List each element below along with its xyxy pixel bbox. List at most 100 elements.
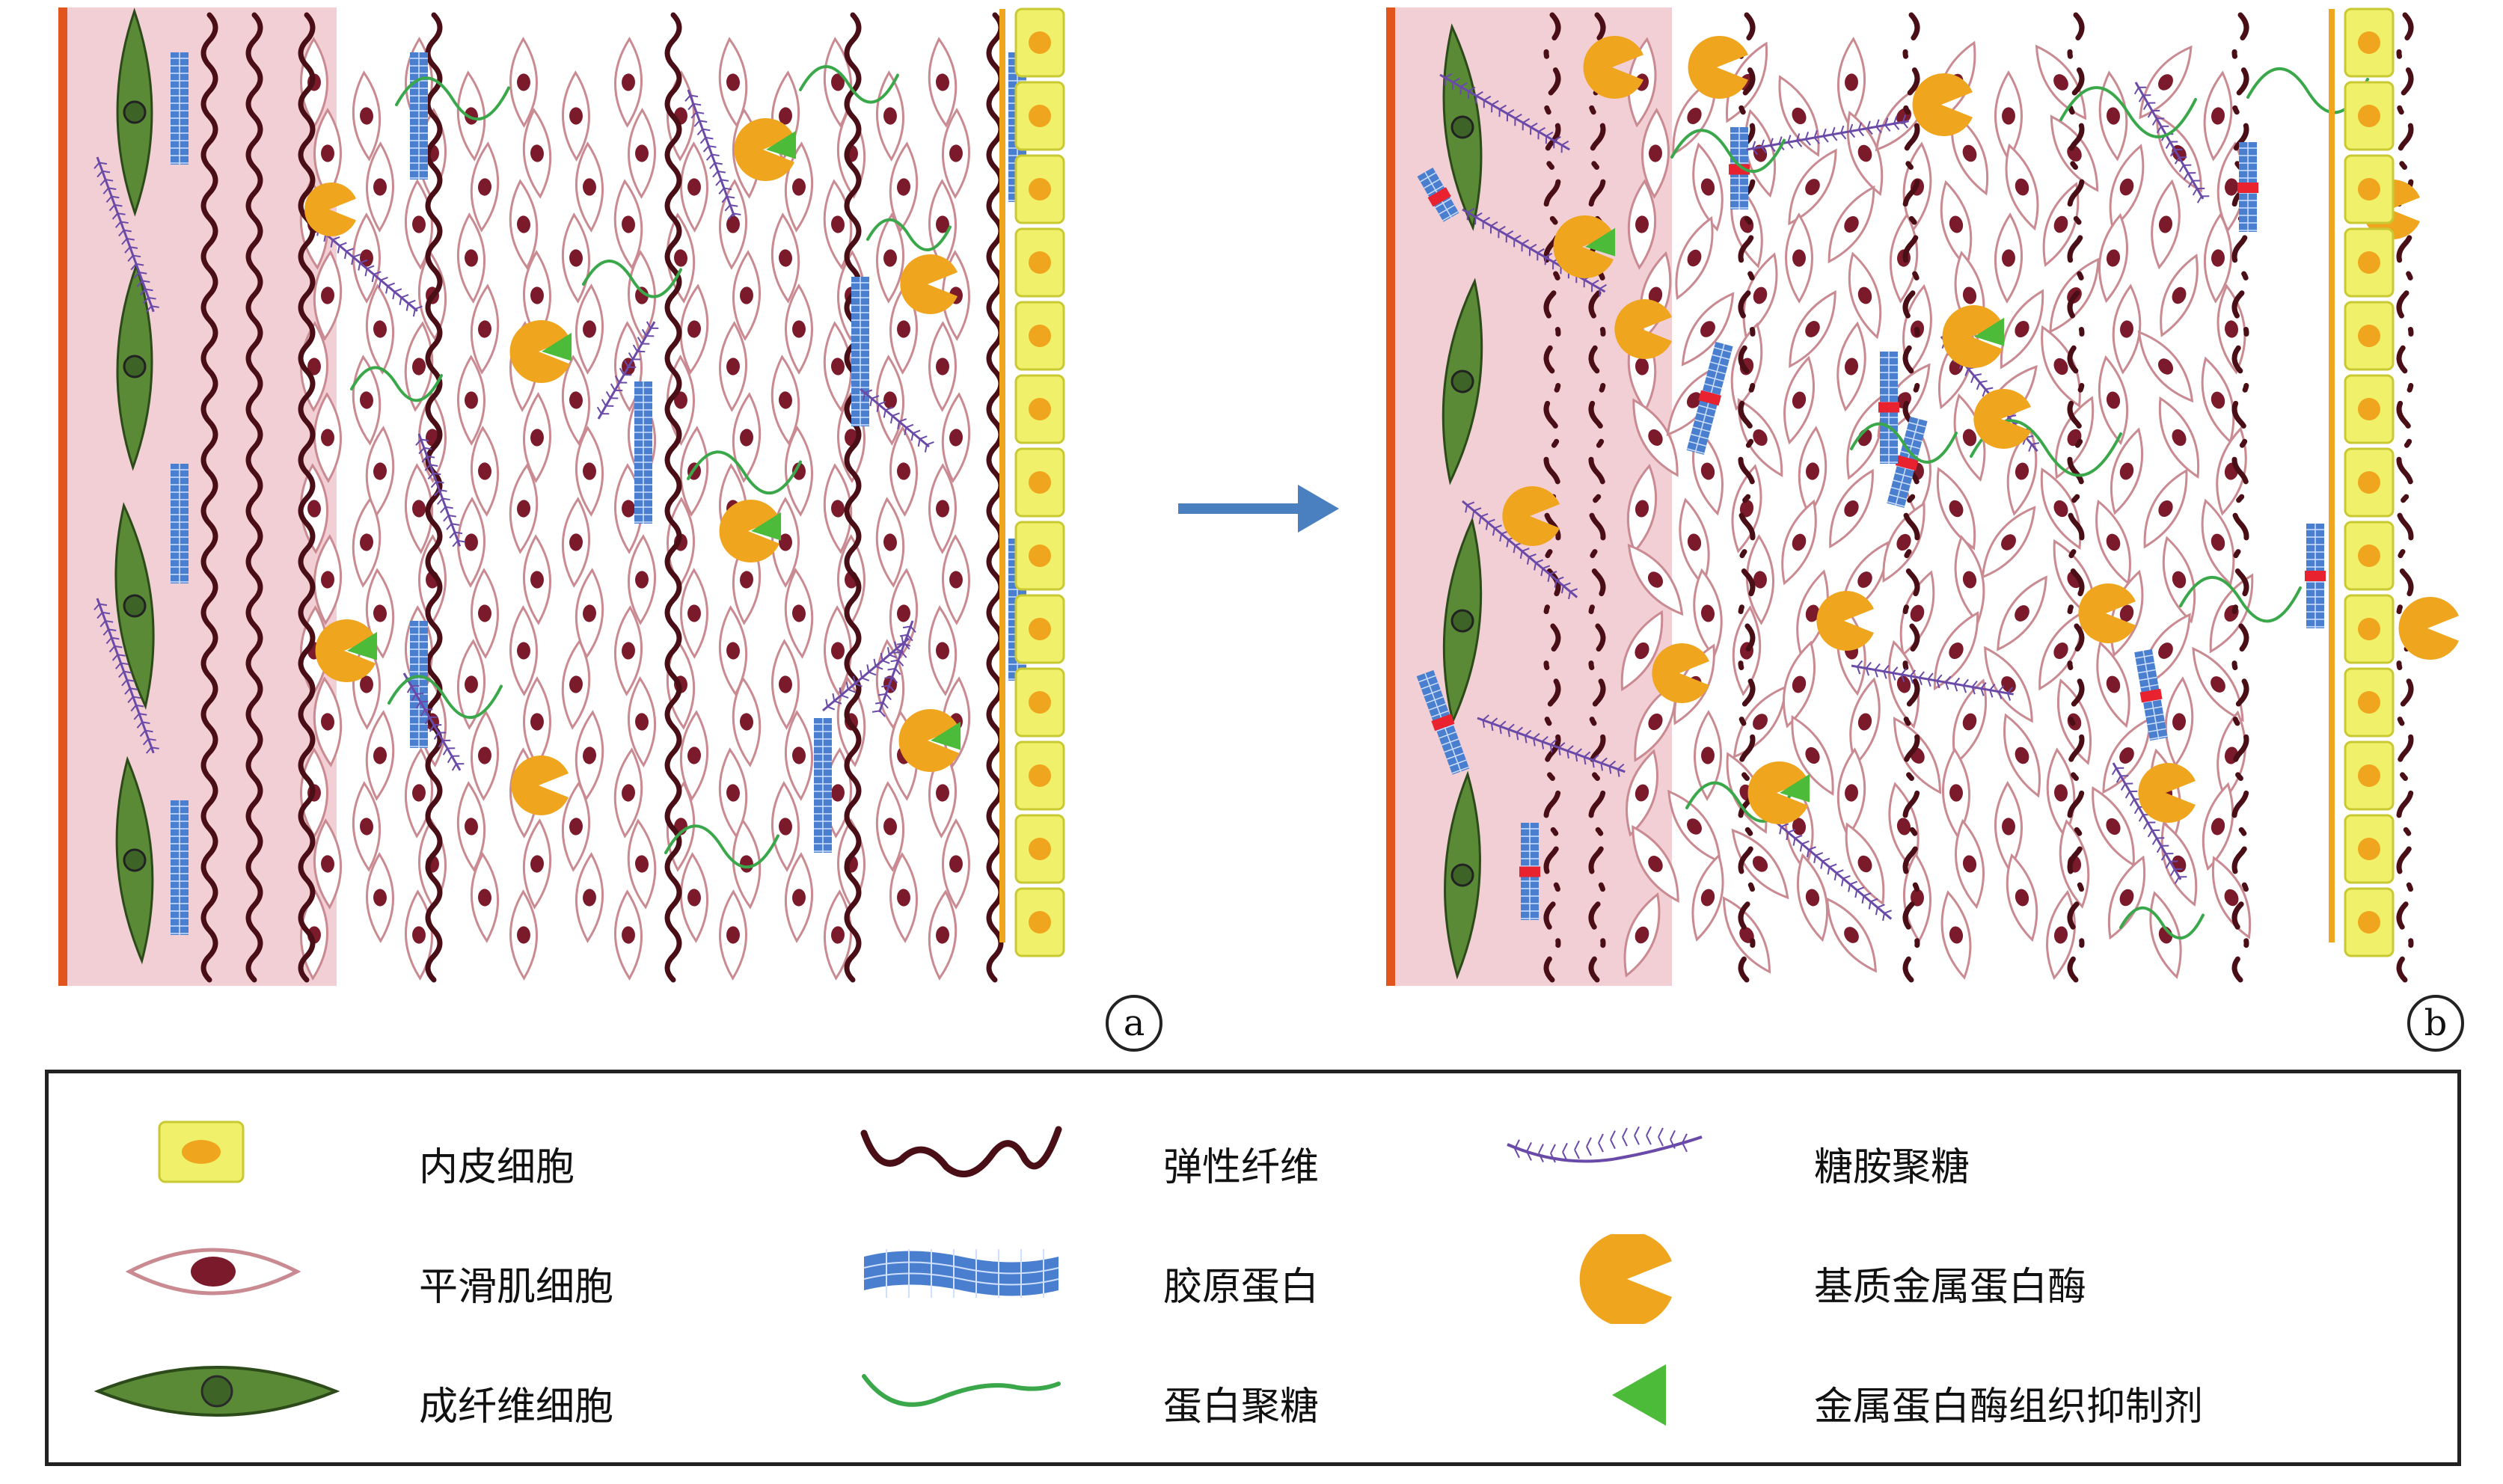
endothelial-cell [1014,154,1065,224]
smooth-muscle-cell [1940,180,1973,269]
nucleus [2015,178,2029,196]
smooth-muscle-cell [366,141,394,233]
nucleus [883,391,897,409]
smooth-muscle-cell [1782,640,1816,729]
smooth-muscle-cell [1848,251,1882,340]
smooth-muscle-cell [561,781,591,872]
nucleus [1635,500,1649,518]
smooth-muscle-cell [2109,144,2145,230]
smooth-muscle-cell [1694,710,1722,801]
smooth-muscle-cell [509,463,539,554]
smooth-muscle-cell [2203,212,2233,304]
proteoglycan [799,65,899,104]
smooth-muscle-cell [1845,822,1885,906]
endothelial-cell [2344,154,2395,224]
nucleus [1896,675,1911,693]
nucleus [726,358,740,375]
endothelial-cell [2344,447,2395,518]
nucleus [1805,604,1820,622]
nucleus [2053,74,2068,91]
smooth-muscle-cell [1632,398,1679,477]
nucleus [1752,856,1768,872]
smooth-muscle-cell [575,710,604,801]
smooth-muscle-cell [1730,322,1763,411]
gag-branch [1634,1126,1640,1136]
smooth-muscle-cell [718,37,748,128]
nucleus [949,571,963,589]
nucleus [1806,462,1819,480]
smooth-muscle-cell [457,355,485,446]
endothelial-cell [2344,667,2395,738]
endothelial-cell [2344,814,2395,884]
smooth-muscle-cell [1737,398,1783,477]
nucleus [1949,215,1964,233]
smooth-muscle-cell [1846,110,1884,197]
nucleus [1857,713,1872,731]
mmp-enzyme [1614,298,1672,359]
nucleus [373,320,387,338]
elastic-fiber [1902,12,1920,983]
smooth-muscle-cell [352,497,382,588]
nucleus [517,926,530,944]
glycosaminoglycan [94,156,159,313]
smooth-muscle-cell [2139,45,2193,120]
endothelial-cell [2344,887,2395,957]
smooth-muscle-cell [1984,646,2033,723]
smooth-muscle-cell [2046,889,2076,981]
smooth-muscle-cell [889,283,918,375]
timp-inhibitor [931,721,961,750]
mmp-enzyme [1816,590,1874,651]
mmp-enzyme [900,254,958,314]
smooth-muscle-cell [365,710,395,801]
smooth-muscle-cell [680,141,708,233]
endothelial-cell [1014,594,1065,664]
legend-label: 胶原蛋白 [1163,1265,1320,1310]
nucleus [478,604,491,622]
nucleus [465,533,478,551]
gag-branch [1682,1142,1688,1153]
nucleus [321,855,334,873]
smooth-muscle-cell [1632,825,1679,903]
nucleus [373,462,387,480]
smooth-muscle-cell [313,676,343,767]
endothelial-cell [2344,301,2395,371]
nucleus [622,926,635,944]
panel-b-degraded-wall [1386,7,2459,986]
nucleus [583,462,596,480]
gag-branch [1670,1129,1676,1140]
smooth-muscle-cell [509,37,538,128]
smooth-muscle-cell [628,250,656,341]
gag-branch [1598,1133,1604,1144]
nucleus [517,215,530,233]
gag-branch [1646,1135,1652,1145]
nucleus [1700,889,1715,907]
gag-branch [1622,1127,1628,1138]
endothelial-cell [2344,594,2395,664]
nucleus [1648,429,1663,446]
smooth-muscle-cell [522,818,552,910]
proteoglycan [350,366,443,402]
smooth-muscle-cell [313,392,342,483]
smooth-muscle-cell [1693,568,1723,659]
nucleus [740,713,753,731]
smooth-muscle-cell [771,639,800,730]
timp-inhibitor [1585,227,1616,257]
nucleus [831,642,845,660]
smooth-muscle-cell [770,355,800,446]
nucleus [897,462,910,480]
glycosaminoglycan [1851,660,2014,701]
smooth-muscle-cell [471,568,499,659]
collagen-bundle [171,800,189,935]
glycosaminoglycan [1477,714,1626,777]
glycosaminoglycan [2111,762,2187,884]
nucleus [1949,500,1964,518]
smooth-muscle-cell [1627,543,1684,616]
smooth-muscle-cell [575,283,604,375]
nucleus [1792,249,1806,267]
gag-branch [1550,1153,1556,1163]
smooth-muscle-cell [1692,142,1724,232]
smooth-muscle-cell [575,852,604,943]
nucleus [2172,429,2187,447]
legend-item-mmp: 基质金属蛋白酶 [1575,1234,2248,1324]
